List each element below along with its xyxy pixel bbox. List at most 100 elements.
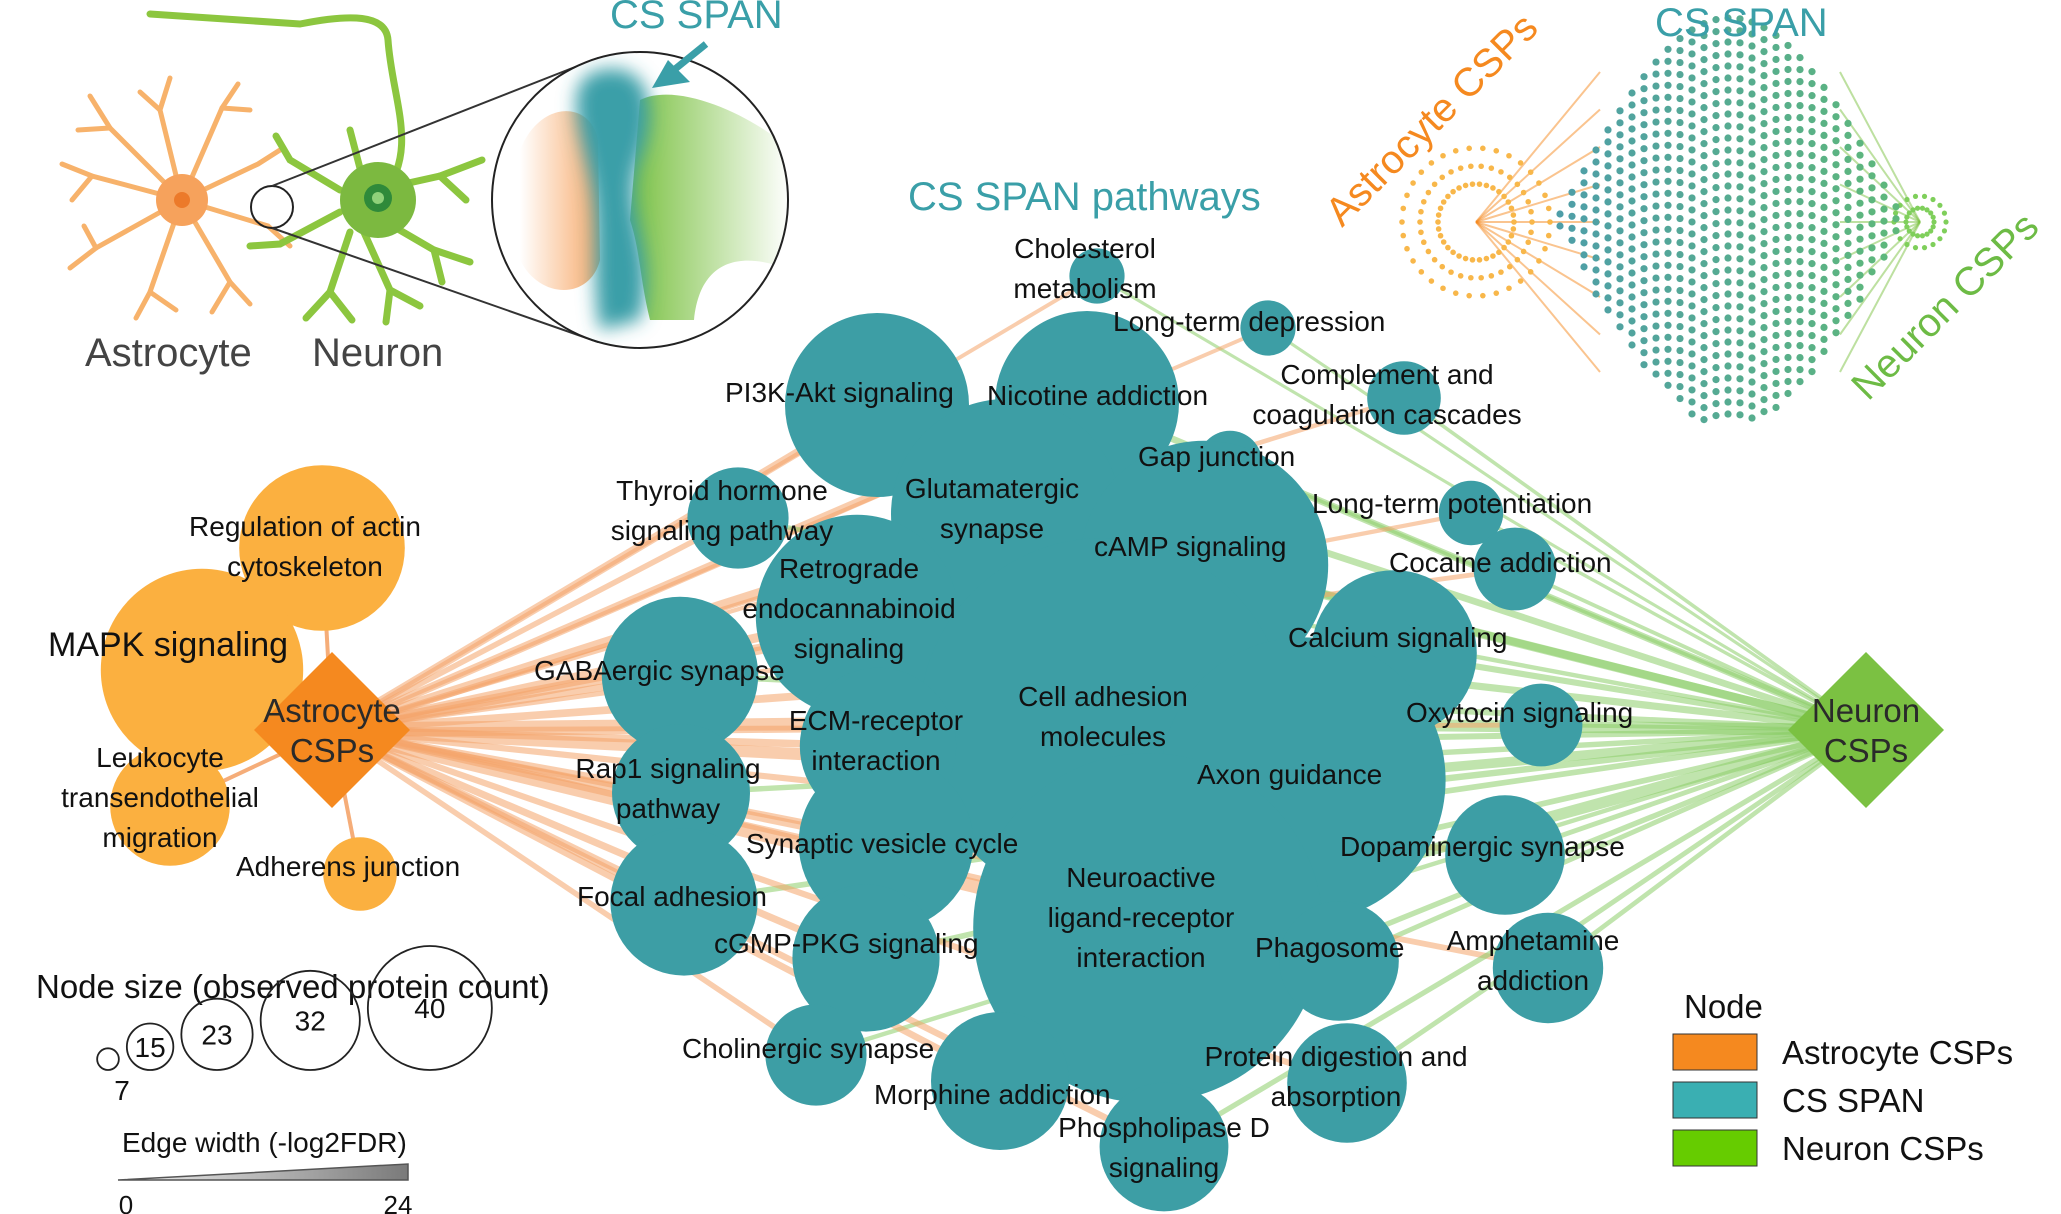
mini-span-dot: [1748, 66, 1756, 74]
mini-span-dot: [1616, 155, 1624, 163]
mini-astro-edge: [1475, 183, 1601, 223]
mini-span-dot: [1772, 199, 1780, 208]
mini-span-dot: [1676, 358, 1684, 367]
mini-span-dot: [1760, 395, 1768, 404]
mini-span-dot: [1772, 127, 1780, 136]
size-legend-circle: [180, 997, 254, 1071]
mini-span-dot: [1820, 179, 1828, 187]
mini-span-dot: [1676, 178, 1684, 187]
mini-span-dot: [1772, 79, 1780, 88]
mini-span-dot: [1676, 166, 1684, 175]
label-camp: cAMP signaling: [1094, 531, 1286, 562]
mini-astro-dot: [1450, 249, 1456, 256]
mini-span-dot: [1712, 340, 1720, 348]
label-rap1-line: Rap1 signaling: [575, 753, 760, 784]
mini-span-dot: [1640, 97, 1648, 105]
mini-astro-dot: [1508, 232, 1515, 239]
mini-span-dot: [1628, 185, 1636, 193]
mini-span-dot: [1832, 197, 1840, 205]
mini-span-dot: [1736, 375, 1744, 383]
mini-span-dot: [1724, 98, 1732, 106]
node-legend-title: Node: [1684, 988, 1763, 1025]
label-neuro-line: interaction: [1076, 942, 1205, 973]
mini-span-dot: [1808, 260, 1816, 268]
mini-span-dot: [1580, 263, 1588, 271]
label-leuko-line: migration: [102, 822, 217, 853]
mini-span-dot: [1652, 190, 1660, 198]
mini-span-dot: [1664, 369, 1672, 377]
mini-span-dot: [1724, 38, 1732, 46]
mini-astro-dot: [1445, 244, 1451, 251]
mini-span-dot: [1760, 275, 1768, 284]
mini-span-dot: [1796, 161, 1804, 170]
mini-span-dot: [1616, 299, 1624, 307]
label-pld-line: signaling: [1109, 1152, 1220, 1183]
mini-span-dot: [1808, 116, 1816, 124]
mini-span-dot: [1628, 269, 1636, 277]
mini-span-dot: [1688, 230, 1696, 238]
mini-span-dot: [1700, 128, 1708, 136]
mini-span-dot: [1664, 333, 1672, 341]
mini-span-dot: [1760, 203, 1768, 212]
mini-astro-edge: [1475, 221, 1601, 261]
mini-span-dot: [1712, 208, 1720, 216]
mini-astro-dot: [1399, 219, 1405, 225]
mini-span-dot: [1688, 146, 1696, 154]
mini-span-dot: [1832, 209, 1840, 217]
mini-span-dot: [1880, 205, 1888, 213]
mini-astro-dot: [1505, 239, 1512, 245]
mini-astro-dot: [1418, 208, 1424, 215]
mini-astro-dot: [1520, 248, 1527, 255]
mini-span-dot: [1748, 126, 1756, 134]
size-legend-circle: [366, 945, 493, 1071]
mini-span-dot: [1676, 370, 1684, 379]
label-gaba: GABAergic synapse: [534, 655, 785, 686]
mini-astro-dot: [1457, 165, 1464, 171]
mini-span-dot: [1784, 65, 1792, 74]
label-leuko-line: Leukocyte: [96, 742, 224, 773]
mini-span-dot: [1736, 171, 1744, 179]
mini-astro-dot: [1468, 274, 1474, 281]
mini-span-dot: [1616, 263, 1624, 271]
label-ecm-line: interaction: [811, 745, 940, 776]
mini-span-dot: [1784, 377, 1792, 386]
mini-span-dot: [1712, 172, 1720, 180]
mini-astro-dot: [1498, 169, 1504, 175]
mini-span-dot: [1712, 292, 1720, 300]
mini-span-dot: [1760, 35, 1768, 44]
mini-span-dot: [1724, 26, 1732, 34]
mini-span-dot: [1832, 125, 1840, 133]
mini-span-dot: [1796, 221, 1804, 230]
label-svc-line: Synaptic vesicle cycle: [746, 828, 1018, 859]
mini-span-dot: [1724, 74, 1732, 82]
mini-neuron-dot: [1904, 241, 1910, 248]
mini-span-dot: [1736, 219, 1744, 227]
mini-span-dot: [1748, 138, 1756, 146]
mini-span-dot: [1748, 258, 1756, 266]
mini-span-dot: [1808, 164, 1816, 172]
mini-span-dot: [1664, 177, 1672, 185]
mini-span-dot: [1748, 42, 1756, 50]
node-phago: [1279, 901, 1399, 1021]
mini-span-dot: [1784, 341, 1792, 350]
label-mapk: MAPK signaling: [48, 626, 288, 664]
mini-span-dot: [1616, 191, 1624, 199]
mini-span-dot: [1652, 226, 1660, 234]
mini-span-dot: [1784, 53, 1792, 62]
mini-span-dot: [1652, 154, 1660, 162]
mini-span-dot: [1844, 239, 1852, 248]
mini-neuron-dot: [1937, 236, 1943, 242]
mini-span-dot: [1868, 172, 1876, 180]
mini-span-dot: [1796, 101, 1804, 110]
mini-span-dot: [1820, 215, 1828, 223]
mini-span-dot: [1760, 119, 1768, 128]
label-neuro-line: Neuroactive: [1066, 862, 1215, 893]
mini-span-dot: [1688, 386, 1696, 394]
mini-span-dot: [1832, 257, 1840, 265]
mini-astro-dot: [1514, 256, 1521, 263]
mini-span-dot: [1676, 46, 1684, 55]
mini-span-dot: [1868, 220, 1876, 228]
